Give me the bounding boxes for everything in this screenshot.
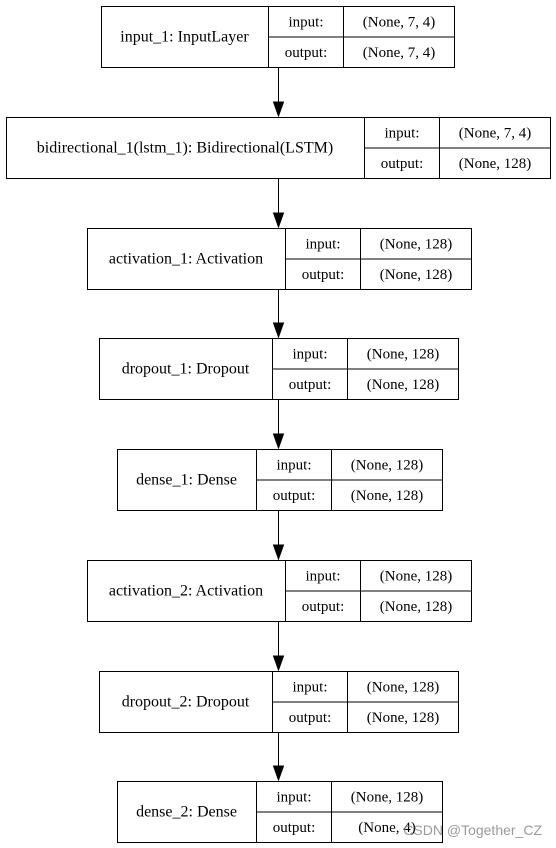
input-label: input: — [292, 346, 327, 362]
layer-node: dropout_1: Dropout input: output: (None, 12… — [99, 338, 459, 400]
arrow-head — [272, 544, 285, 561]
layer-node: input_1: InputLayer input: output: (None, 7… — [101, 6, 455, 68]
layer-name: bidirectional_1(lstm_1): Bidirectional(L… — [37, 140, 333, 157]
output-label: output: — [289, 710, 332, 726]
flow-arrow — [272, 400, 285, 450]
layer-node: activation_2: Activation input: output: (No… — [87, 560, 472, 622]
watermark: CSDN @Together_CZ — [403, 822, 542, 838]
input-label: input: — [292, 679, 327, 695]
arrow-head — [272, 212, 285, 229]
output-shape: (None, 128) — [351, 488, 423, 504]
arrow-head — [272, 655, 285, 672]
output-label: output: — [273, 820, 316, 836]
output-label: output: — [285, 45, 328, 61]
flow-arrow — [272, 179, 285, 229]
output-label: output: — [302, 267, 345, 283]
layer-name: dropout_1: Dropout — [122, 361, 250, 378]
layer-name: dropout_2: Dropout — [122, 694, 250, 711]
layer-name: activation_1: Activation — [109, 251, 263, 268]
input-label: input: — [276, 457, 311, 473]
input-label: input: — [305, 236, 340, 252]
layer-node: bidirectional_1(lstm_1): Bidirectional(L… — [6, 117, 551, 179]
output-label: output: — [289, 377, 332, 393]
flow-arrow — [272, 511, 285, 561]
layer-node: dense_1: Dense input: output: (None, 128) (N… — [117, 449, 443, 511]
input-shape: (None, 128) — [367, 346, 439, 362]
flow-arrow — [272, 622, 285, 672]
arrow-head — [272, 765, 285, 782]
output-shape: (None, 4) — [358, 820, 415, 836]
input-shape: (None, 7, 4) — [459, 125, 531, 141]
arrow-head — [272, 433, 285, 450]
output-shape: (None, 128) — [380, 599, 452, 615]
output-label: output: — [273, 488, 316, 504]
layer-name: input_1: InputLayer — [120, 29, 249, 46]
flow-arrow — [272, 68, 285, 118]
layer-name: dense_1: Dense — [136, 472, 237, 489]
layer-name: activation_2: Activation — [109, 583, 263, 600]
input-shape: (None, 128) — [351, 457, 423, 473]
flow-arrow — [272, 733, 285, 782]
arrow-head — [272, 101, 285, 118]
arrow-head — [272, 322, 285, 339]
layer-node: dense_2: Dense input: output: (None, 128) (N… — [117, 781, 443, 843]
layer-node: dropout_2: Dropout input: output: (None, 12… — [99, 671, 459, 733]
output-shape: (None, 7, 4) — [363, 45, 435, 61]
input-shape: (None, 128) — [380, 236, 452, 252]
input-shape: (None, 7, 4) — [363, 14, 435, 30]
output-shape: (None, 128) — [459, 156, 531, 172]
output-shape: (None, 128) — [367, 710, 439, 726]
input-label: input: — [384, 125, 419, 141]
input-shape: (None, 128) — [351, 789, 423, 805]
layer-node: activation_1: Activation input: output: (No… — [87, 228, 472, 290]
output-label: output: — [302, 599, 345, 615]
output-shape: (None, 128) — [380, 267, 452, 283]
layer-name: dense_2: Dense — [136, 804, 237, 821]
input-label: input: — [305, 568, 340, 584]
input-shape: (None, 128) — [367, 679, 439, 695]
output-label: output: — [381, 156, 424, 172]
flow-arrow — [272, 290, 285, 339]
input-label: input: — [288, 14, 323, 30]
input-label: input: — [276, 789, 311, 805]
input-shape: (None, 128) — [380, 568, 452, 584]
output-shape: (None, 128) — [367, 377, 439, 393]
